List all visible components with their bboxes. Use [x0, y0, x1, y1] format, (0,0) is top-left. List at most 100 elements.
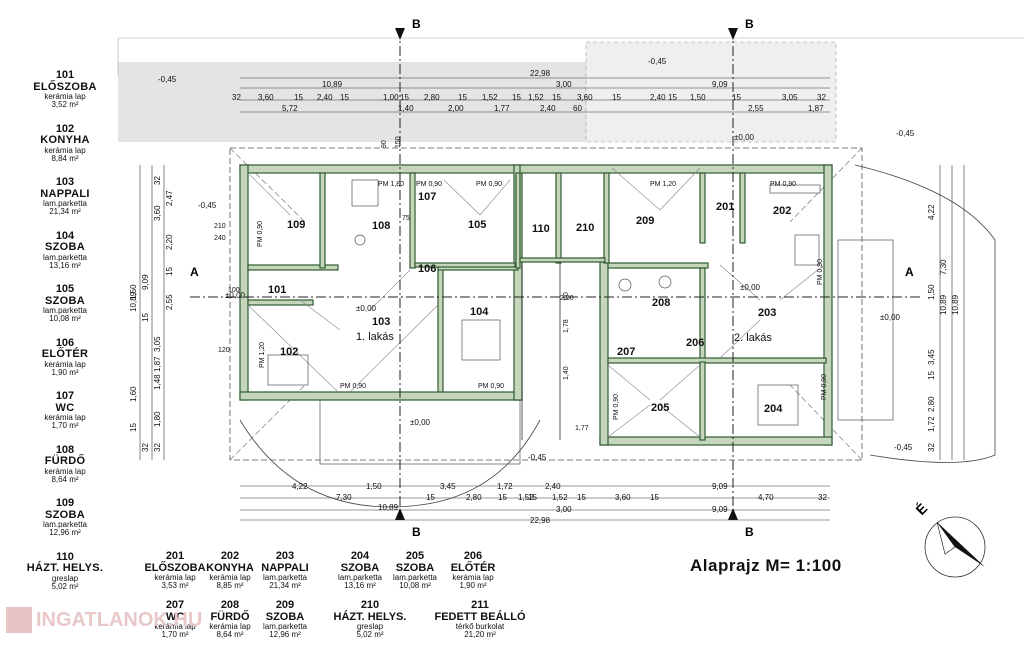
room-area: 8,64 m² [51, 474, 79, 484]
opening-size: 240 [214, 235, 226, 242]
dim-top-row1: 2,40 [650, 93, 666, 102]
room-number: 203 [275, 550, 295, 562]
room-number: 206 [463, 550, 483, 562]
dim-bottom-row2: 15 [650, 493, 659, 502]
room-area: 3,52 m² [51, 100, 79, 110]
dim-left: 15 [129, 423, 138, 432]
dim-bottom-row2: 1,52 [518, 493, 534, 502]
room-number: 102 [55, 122, 75, 135]
level-mark: ±0,00 [740, 283, 761, 292]
section-a-right: A [905, 265, 914, 279]
dim-left: 1,48 [153, 374, 162, 390]
level-mark: -0,45 [528, 453, 547, 462]
dim-bottom-row2: 2,80 [466, 493, 482, 502]
room-floor: lam.parketta [42, 520, 88, 530]
dim-top-row1: 3,60 [577, 93, 593, 102]
room-area: 10,08 m² [49, 314, 81, 324]
roof-outline [229, 147, 863, 461]
dim-top-row2: 2,40 [540, 104, 556, 113]
drawing-title: Alaprajz M= 1:100 [690, 556, 842, 575]
room-name: FÜRDŐ [44, 455, 86, 468]
room-number: 211 [471, 599, 489, 611]
room-area: 8,85 m² [216, 581, 244, 591]
dim-left: 2,20 [165, 234, 174, 250]
section-a-left: A [190, 265, 199, 279]
terrace-left [319, 397, 521, 465]
opening-size: 120 [218, 347, 230, 354]
room-area: 12,96 m² [269, 630, 301, 640]
room-floor: kerámia lap [209, 622, 251, 632]
dim-bottom-row2: 3,60 [615, 493, 631, 502]
terrace-curve-right [854, 164, 996, 463]
dim-top-left: 10,89 [322, 80, 343, 89]
room-floor: lam.parketta [392, 573, 438, 583]
level-mark: -0,45 [198, 201, 217, 210]
dim-top-row1: 1,52 [528, 93, 544, 102]
opening-size: 75 [402, 215, 410, 222]
dim-bottom-right: 9,09 [712, 505, 728, 514]
level-mark: ±0,00 [225, 291, 246, 300]
room-floor: greslap [356, 622, 384, 632]
room-area: 8,84 m² [51, 153, 79, 163]
dim-left: 9,09 [141, 274, 150, 290]
dim-right: 1,72 [927, 416, 936, 432]
dim-top-row1: 32 [232, 93, 241, 102]
dim-bottom-row2: 15 [498, 493, 507, 502]
dim-top-row1: 15 [294, 93, 303, 102]
dim-left: 3,60 [153, 205, 162, 221]
dim-top-row2: 60 [573, 104, 582, 113]
room-number: 210 [360, 599, 380, 611]
plan-room-label: 107 [418, 191, 436, 203]
unit1-walls [239, 164, 523, 401]
room-number: 109 [55, 497, 75, 509]
dim-top-row1: 3,60 [258, 93, 274, 102]
room-name: SZOBA [45, 508, 85, 521]
room-name: SZOBA [340, 561, 380, 574]
window-mark: PM 0,90 [340, 383, 366, 390]
dim-top-row1: 32 [817, 93, 826, 102]
dim-top-overall: 22,98 [530, 69, 551, 78]
window-mark: PM 0,90 [478, 383, 504, 390]
unit2-walls [519, 164, 833, 446]
room-number: 104 [55, 229, 75, 242]
watermark-text: INGATLANOK.HU [36, 608, 203, 631]
room-floor: kerámia lap [44, 413, 86, 423]
level-mark: ±0,00 [734, 133, 755, 142]
room-area: 21,34 m² [49, 207, 81, 217]
dim-bottom-row1: 9,09 [712, 482, 728, 491]
dim-bottom-mid: 3,00 [556, 505, 572, 514]
section-b-top-right: B [745, 17, 754, 31]
room-name: KONYHA [40, 134, 90, 147]
plan-room-label: 102 [280, 346, 298, 358]
room-floor: lam.parketta [42, 306, 88, 316]
opening-size: 1,77 [575, 425, 589, 432]
room-name: ELŐSZOBA [144, 561, 206, 574]
dim-right: 32 [927, 443, 936, 452]
window-mark: PM 0,90 [257, 221, 264, 247]
plan-room-label: 210 [576, 222, 594, 234]
room-area: 10,08 m² [399, 581, 431, 591]
dim-bottom-row2: 15 [426, 493, 435, 502]
room-name: ELŐTÉR [41, 348, 89, 361]
dim-top-row1: 15 [612, 93, 621, 102]
room-floor: kerámia lap [44, 92, 86, 102]
plan-room-label: 108 [372, 220, 390, 232]
room-area: 21,20 m² [464, 630, 496, 640]
dim-top-mid: 3,00 [556, 80, 572, 89]
room-floor: lam.parketta [42, 252, 88, 262]
dim-bottom-row1: 3,45 [440, 482, 456, 491]
room-name: WC [165, 610, 185, 623]
dim-right: 4,22 [927, 204, 936, 220]
room-floor: kerámia lap [44, 359, 86, 369]
plan-room-label: 203 [758, 307, 776, 319]
dim-top-row2: 1,87 [808, 104, 824, 113]
window-mark: PM 0,90 [817, 259, 824, 285]
